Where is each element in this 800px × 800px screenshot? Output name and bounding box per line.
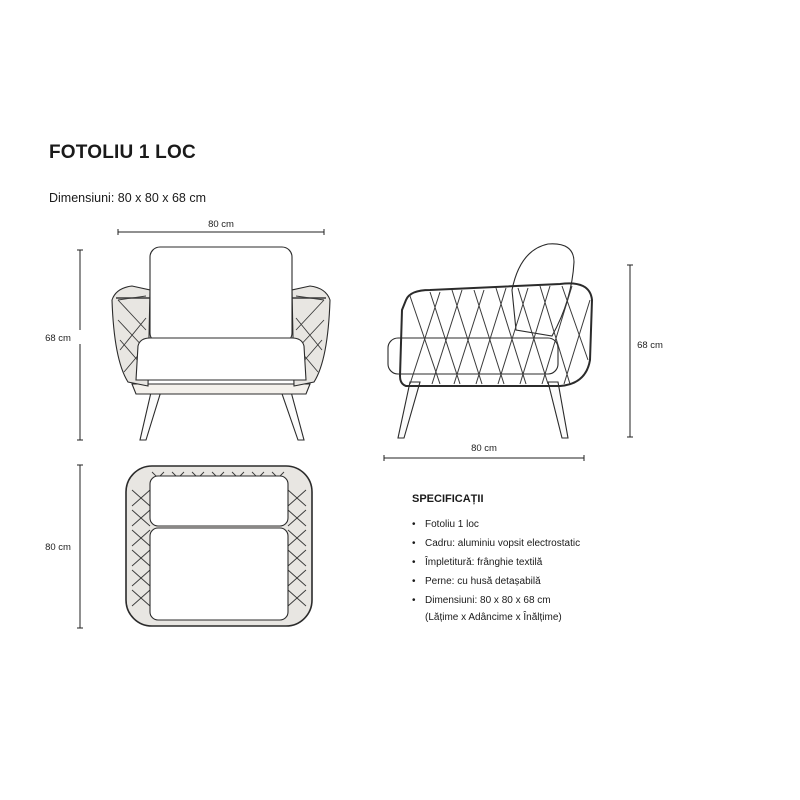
spec-item: Perne: cu husă detașabilă — [412, 572, 580, 591]
top-depth-label: 80 cm — [45, 542, 71, 553]
spec-item: Cadru: aluminiu vopsit electrostatic — [412, 534, 580, 553]
specifications-heading: SPECIFICAȚII — [412, 493, 484, 505]
side-back-cushion — [511, 243, 575, 337]
front-view — [111, 246, 331, 441]
front-left-leg — [139, 387, 163, 441]
specifications-panel: SPECIFICAȚII Fotoliu 1 loc Cadru: alumin… — [412, 490, 580, 627]
side-front-leg — [397, 381, 421, 439]
top-seat-cushion — [149, 527, 289, 621]
front-height-label: 68 cm — [45, 333, 71, 344]
spec-item: Împletitură: frânghie textilă — [412, 553, 580, 572]
specifications-list: Fotoliu 1 loc Cadru: aluminiu vopsit ele… — [412, 515, 580, 610]
front-width-label: 80 cm — [208, 219, 234, 230]
front-seat-cushion — [135, 337, 307, 381]
front-back-cushion — [149, 246, 293, 344]
side-back-leg — [547, 381, 569, 439]
dimensions-order-note: (Lățime x Adâncime x Înălțime) — [425, 612, 562, 623]
side-rope-weave — [409, 285, 591, 385]
top-back-cushion — [149, 475, 289, 527]
side-view — [387, 243, 594, 439]
side-depth-label: 80 cm — [471, 443, 497, 454]
spec-item: Fotoliu 1 loc — [412, 515, 580, 534]
dimensions-summary: Dimensiuni: 80 x 80 x 68 cm — [49, 191, 207, 205]
front-right-leg — [279, 387, 305, 441]
top-view — [125, 465, 313, 627]
dimension-labels: 80 cm 68 cm 80 cm 68 cm 80 cm — [45, 219, 676, 553]
dimension-lines — [77, 229, 633, 629]
side-height-label: 68 cm — [637, 340, 663, 351]
side-frame — [398, 282, 594, 387]
spec-item: Dimensiuni: 80 x 80 x 68 cm — [412, 591, 580, 610]
front-base-frame — [131, 383, 311, 395]
product-title: FOTOLIU 1 LOC — [49, 142, 196, 163]
